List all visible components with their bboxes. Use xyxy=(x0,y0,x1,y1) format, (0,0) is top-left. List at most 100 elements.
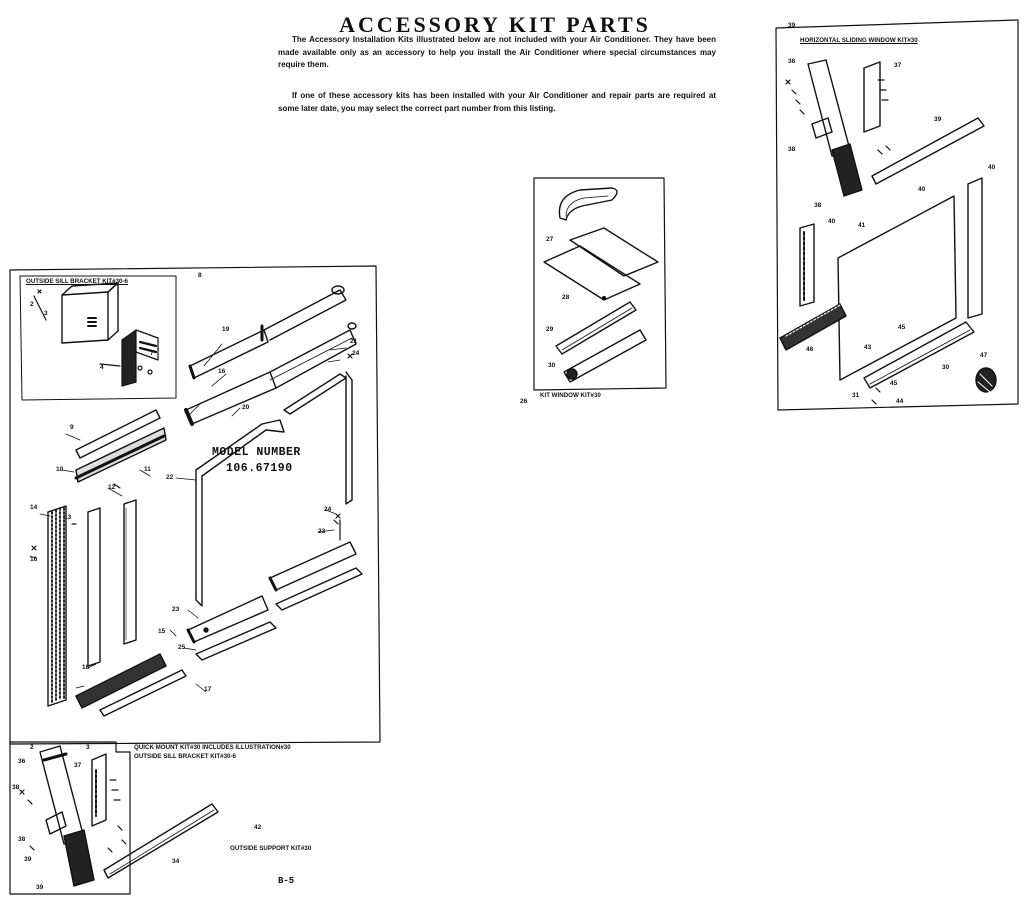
kit-label-outside-sill-2: OUTSIDE SILL BRACKET KIT#30-6 xyxy=(134,753,236,760)
screws xyxy=(31,353,353,551)
part-number: 18 xyxy=(82,664,90,671)
part-number: 39 xyxy=(24,856,32,863)
part-number: 40 xyxy=(918,186,926,193)
kit-label-kit-window: KIT WINDOW KIT#30 xyxy=(540,392,601,399)
part-number: 46 xyxy=(806,346,814,353)
part-number: 26 xyxy=(520,398,528,405)
main-kit-frame xyxy=(9,265,381,745)
bottom-kit-hardware xyxy=(19,779,127,853)
kit-label-horizontal: HORIZONTAL SLIDING WINDOW KIT#30 xyxy=(800,37,918,44)
part-number: 17 xyxy=(204,686,212,693)
kit-label-outside-support: OUTSIDE SUPPORT KIT#30 xyxy=(230,845,312,852)
part-number: 22 xyxy=(166,474,174,481)
part-number: 21 xyxy=(350,338,358,345)
horizontal-screws xyxy=(785,79,891,405)
support-rail-9 xyxy=(74,409,167,483)
horizontal-kit-frame xyxy=(775,19,1019,411)
intro-paragraph-1: The Accessory Installation Kits illustra… xyxy=(278,35,716,69)
horizontal-rail-39 xyxy=(871,117,985,185)
horizontal-support-arm xyxy=(807,59,863,197)
model-number-value: 106.67190 xyxy=(226,462,293,475)
support-arm-bracket xyxy=(91,753,107,827)
sill-bracket-hardware xyxy=(33,289,159,387)
part-number: 16 xyxy=(30,556,38,563)
part-number: 38 xyxy=(18,836,26,843)
part-number: 41 xyxy=(858,222,866,229)
side-channel-frame xyxy=(195,371,353,607)
part-number: 11 xyxy=(144,466,151,473)
part-number: 30 xyxy=(548,362,556,369)
horizontal-round-pad xyxy=(975,367,997,393)
part-number: 34 xyxy=(172,858,180,865)
part-number: 44 xyxy=(896,398,904,405)
model-number-label: MODEL NUMBER xyxy=(212,446,301,459)
part-number: 9 xyxy=(70,424,74,431)
part-number: 27 xyxy=(546,236,554,243)
bottom-rail-right xyxy=(195,541,363,661)
window-panels-28 xyxy=(543,227,659,301)
part-number: 42 xyxy=(254,824,262,831)
part-number: 39 xyxy=(788,22,796,29)
part-number: 38 xyxy=(814,202,822,209)
part-number: 2 xyxy=(30,301,34,308)
part-number: 38 xyxy=(788,146,796,153)
part-number: 28 xyxy=(562,294,570,301)
part-number: 30 xyxy=(942,364,950,371)
model-number-block: MODEL NUMBER 106.67190 xyxy=(212,445,332,477)
support-rail-42 xyxy=(103,803,219,879)
top-rail-lower xyxy=(184,322,357,426)
vertical-brace-12 xyxy=(123,499,137,645)
part-number: 40 xyxy=(988,164,996,171)
part-number: 38 xyxy=(12,784,20,791)
part-number: 23 xyxy=(172,606,180,613)
part-number: 3 xyxy=(44,310,48,317)
part-number: 24 xyxy=(352,350,360,357)
kit-window-frame xyxy=(533,177,667,391)
part-number: 43 xyxy=(864,344,872,351)
kit-label-quick-mount: QUICK MOUNT KIT#30 INCLUDES ILLUSTRATION… xyxy=(134,744,291,751)
part-number: 15 xyxy=(158,628,166,635)
part-number: 31 xyxy=(852,392,860,399)
part-number: 20 xyxy=(242,404,250,411)
part-number: 12 xyxy=(108,484,116,491)
window-channel-30 xyxy=(563,329,647,383)
window-weather-strip-27 xyxy=(558,187,618,221)
sill-bracket-part xyxy=(61,282,119,344)
horizontal-panel-41 xyxy=(837,195,957,381)
page-number: B-5 xyxy=(278,876,295,886)
part-number: 36 xyxy=(18,758,26,765)
part-number: 23 xyxy=(318,528,326,535)
page-title: ACCESSORY KIT PARTS xyxy=(339,12,651,37)
bottom-rail-left xyxy=(186,595,269,644)
horizontal-foam-strip xyxy=(779,303,847,351)
part-number: 7 xyxy=(150,350,154,357)
part-number: 25 xyxy=(178,644,186,651)
part-number: 45 xyxy=(890,380,898,387)
part-number: 16 xyxy=(218,368,226,375)
intro-paragraph-2: If one of these accessory kits has been … xyxy=(278,91,716,113)
part-number: 36 xyxy=(788,58,796,65)
horizontal-vertical-strip-40 xyxy=(799,223,815,307)
part-number: 24 xyxy=(324,506,332,513)
sill-bracket-inset-frame xyxy=(19,275,177,401)
part-number: 13 xyxy=(64,514,72,521)
vertical-brace-13 xyxy=(87,507,101,667)
leader-lines xyxy=(29,343,347,693)
part-number: 8 xyxy=(198,272,202,279)
bottom-kit-frame xyxy=(9,741,131,895)
part-number: 14 xyxy=(30,504,38,511)
foam-strip-14 xyxy=(47,505,67,707)
part-number: 4 xyxy=(100,364,104,371)
part-number: 37 xyxy=(74,762,82,769)
part-number: 39 xyxy=(934,116,942,123)
part-number: 19 xyxy=(222,326,230,333)
top-rail-upper xyxy=(188,285,347,380)
window-channel-29 xyxy=(555,301,637,355)
part-number: 47 xyxy=(980,352,988,359)
part-number: 2 xyxy=(30,744,34,751)
bottom-rail-15 xyxy=(75,653,187,717)
horizontal-sill-rail xyxy=(863,321,975,389)
part-number: 3 xyxy=(86,744,90,751)
horizontal-bracket xyxy=(863,61,881,133)
